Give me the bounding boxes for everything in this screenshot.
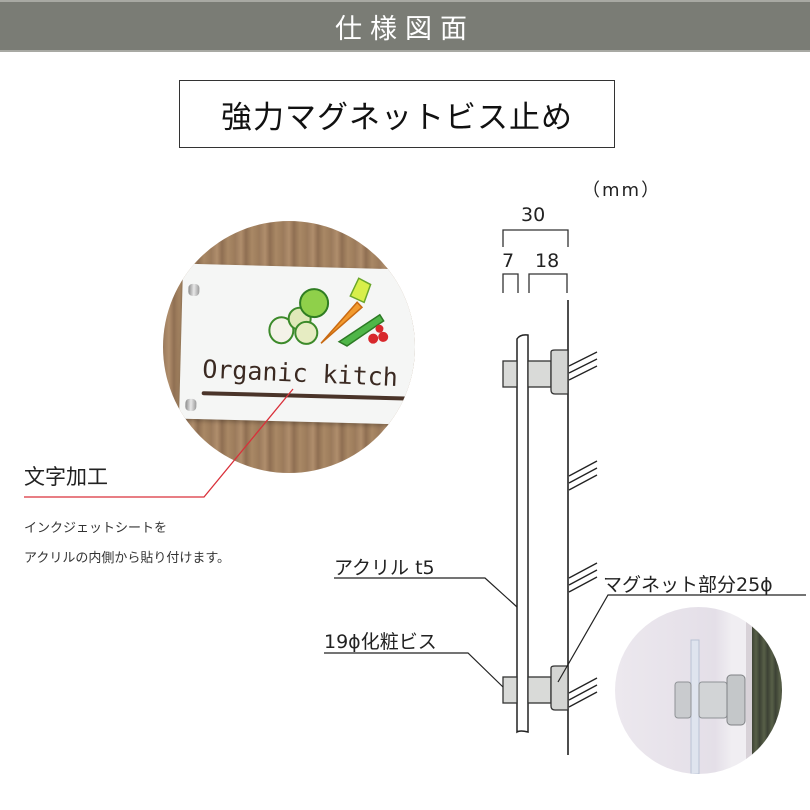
units-label: （mm） (582, 180, 662, 201)
acrylic-label: アクリル t5 (334, 557, 435, 579)
dimension-total: 30 (521, 204, 546, 226)
sign-photo: Organic kitch (163, 221, 415, 473)
screw-label: 19ϕ化粧ビス (324, 631, 437, 653)
page-header: 仕様図面 (0, 0, 810, 52)
product-title-box: 強力マグネットビス止め (179, 80, 615, 148)
print-callout-heading: 文字加工 (24, 465, 108, 489)
bottom-fixture (502, 665, 569, 711)
print-callout-line1: インクジェットシートを (24, 521, 168, 536)
dimension-brackets (502, 229, 569, 293)
acrylic-plate: Organic kitch (179, 263, 415, 426)
print-callout-leader-line (24, 388, 294, 498)
magnet-label: マグネット部分25ϕ (603, 574, 773, 596)
wall-hatch (568, 351, 598, 708)
magnet-photo (615, 607, 782, 774)
product-title: 強力マグネットビス止め (221, 99, 573, 136)
magnet-leader-line (557, 594, 806, 683)
dimension-left: 7 (502, 250, 515, 272)
top-fixture (502, 349, 569, 395)
acrylic-panel-shape (516, 334, 529, 734)
print-callout-line2: アクリルの内側から貼り付けます。 (24, 551, 231, 566)
screw-leader-line (324, 652, 504, 688)
acrylic-leader-line (334, 577, 518, 608)
wall-edge (746, 607, 752, 774)
wall-panel (752, 607, 782, 774)
vegetables-illustration-icon (268, 277, 389, 347)
header-title: 仕様図面 (335, 13, 475, 45)
dimension-right: 18 (535, 250, 560, 272)
magnet-standoff-icon (674, 639, 746, 774)
